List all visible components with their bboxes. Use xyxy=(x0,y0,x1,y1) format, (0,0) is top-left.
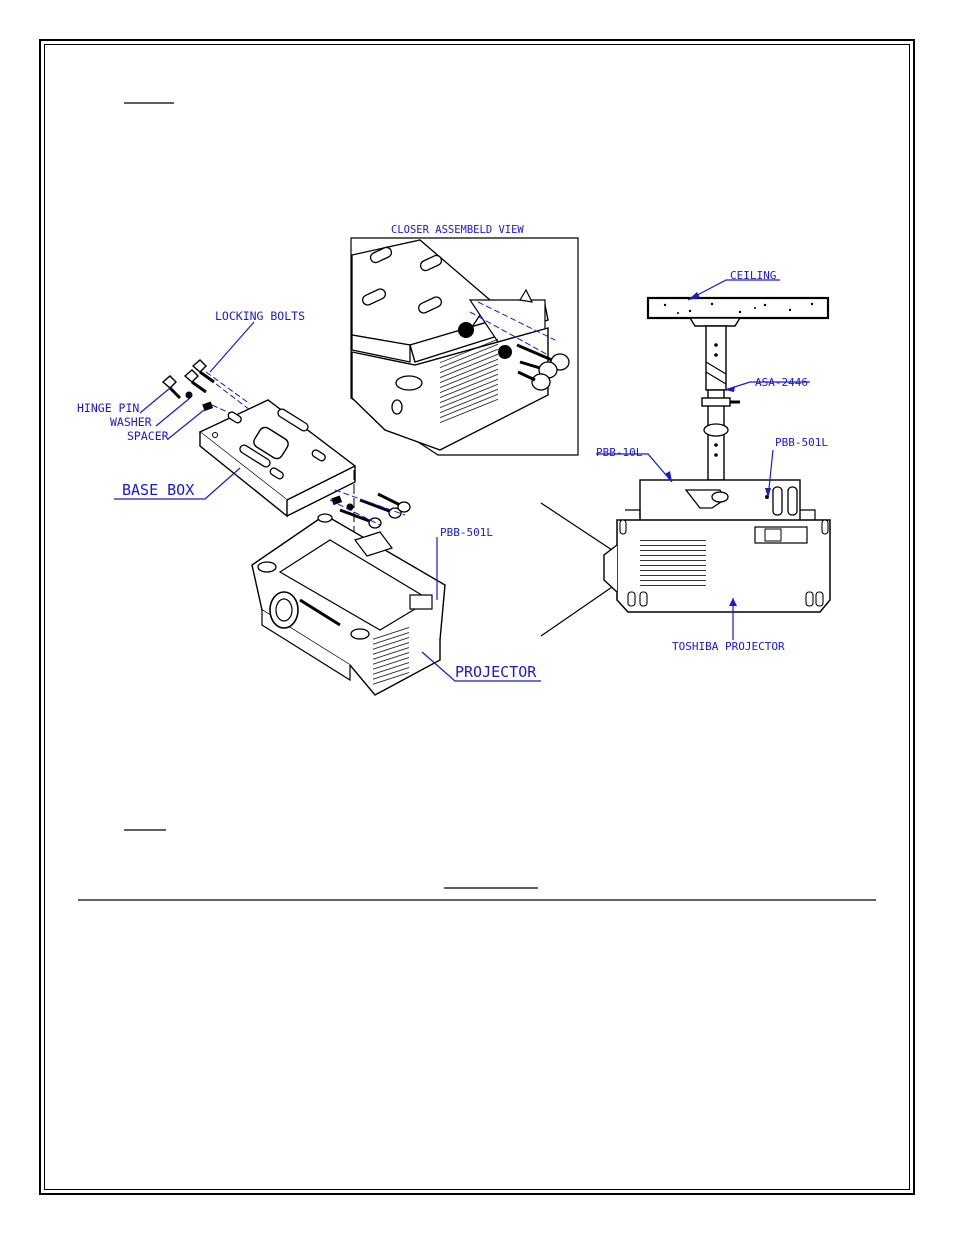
closer-assembled-view xyxy=(351,238,578,455)
label-locking-bolts: LOCKING BOLTS xyxy=(215,309,305,323)
label-projector: PROJECTOR xyxy=(455,663,537,681)
label-asa-2446: ASA-2446 xyxy=(755,376,808,389)
label-ceiling: CEILING xyxy=(730,269,776,282)
label-base-box: BASE BOX xyxy=(122,481,194,499)
ceiling-mounted-view xyxy=(541,298,830,636)
label-washer: WASHER xyxy=(110,415,152,429)
label-spacer: SPACER xyxy=(127,429,169,443)
closer-view-title: CLOSER ASSEMBELD VIEW xyxy=(391,224,524,236)
label-hinge-pin: HINGE PIN xyxy=(77,401,139,415)
label-pbb-10l: PBB-10L xyxy=(596,446,643,459)
label-pbb-501l-mounted: PBB-501L xyxy=(775,436,828,449)
label-pbb-501l-exploded: PBB-501L xyxy=(440,526,493,539)
label-toshiba-projector: TOSHIBA PROJECTOR xyxy=(672,640,785,653)
